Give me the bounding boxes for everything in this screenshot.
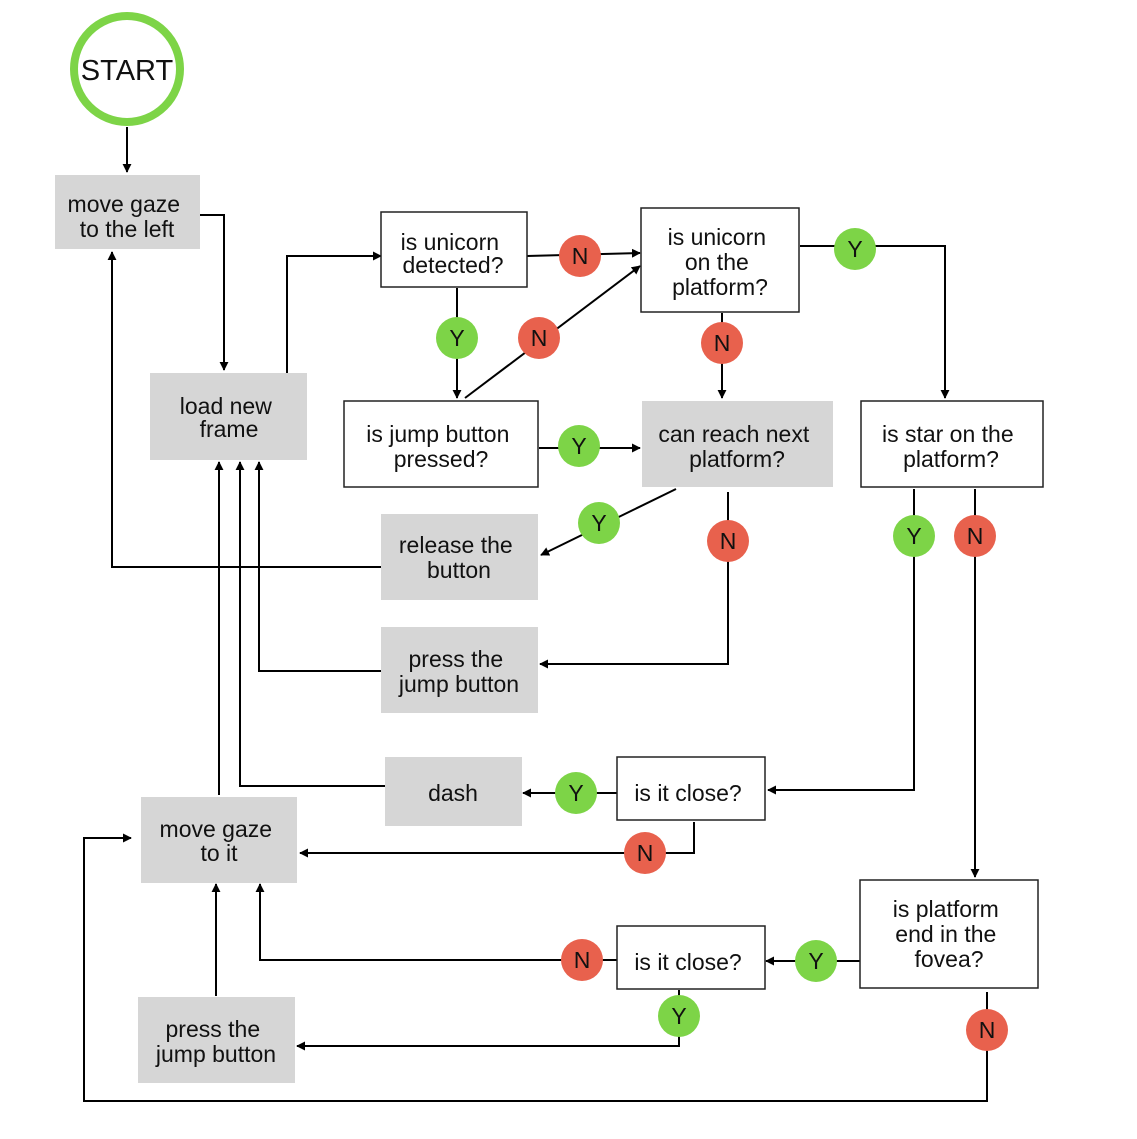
badge-no: N [966, 1009, 1008, 1051]
start-node: START [70, 12, 184, 126]
edge-star-yes [767, 489, 915, 795]
action-press-jump-button-2: press the jump button [138, 997, 295, 1083]
svg-text:is it close?: is it close? [634, 949, 741, 975]
badge-no: N [624, 832, 666, 874]
decision-unicorn-detected: is unicorn detected? [380, 211, 528, 288]
svg-text:move gaze to it: move gaze to it [160, 816, 279, 866]
action-move-gaze-to-it: move gaze to it [141, 797, 297, 883]
svg-text:Y: Y [808, 948, 823, 974]
edge-load-frame-to-unicorn-detected [286, 251, 382, 373]
badge-no: N [707, 520, 749, 562]
svg-text:load new frame: load new frame [180, 393, 278, 442]
decision-platform-end-in-fovea: is platform end in the fovea? [859, 879, 1039, 989]
decision-star-on-platform: is star on the platform? [860, 400, 1044, 488]
badge-no: N [701, 322, 743, 364]
start-label: START [81, 55, 174, 87]
edge-press-jump1-to-load-frame [254, 461, 381, 672]
svg-text:press the jump button: press the jump button [398, 646, 519, 697]
badge-no: N [559, 235, 601, 277]
svg-text:is jump button pressed?: is jump button pressed? [366, 421, 516, 472]
action-release-button: release the button [381, 514, 538, 600]
svg-text:Y: Y [568, 780, 583, 806]
svg-text:Y: Y [906, 523, 921, 549]
svg-text:Y: Y [591, 510, 606, 536]
badge-yes: Y [578, 502, 620, 544]
svg-text:N: N [720, 528, 737, 554]
action-press-jump-button-1: press the jump button [381, 627, 538, 713]
badge-yes: Y [834, 228, 876, 270]
decision-jump-button-pressed: is jump button pressed? [343, 400, 539, 488]
svg-text:N: N [967, 523, 984, 549]
svg-text:dash: dash [428, 780, 478, 806]
edge-dash-to-load-frame [235, 461, 385, 787]
decision-can-reach-next-platform: can reach next platform? [642, 401, 833, 487]
svg-text:Y: Y [847, 236, 862, 262]
svg-text:is unicorn detected?: is unicorn detected? [401, 229, 506, 278]
svg-text:release the button: release the button [399, 532, 519, 583]
badge-yes: Y [658, 995, 700, 1037]
svg-text:is unicorn on the: is unicorn on the platform? [668, 224, 773, 300]
edge-move-gaze-left-to-load-frame [200, 214, 229, 371]
decision-is-it-close-2: is it close? [616, 925, 766, 990]
svg-text:is star on the platform?: is star on the platform? [882, 421, 1020, 472]
badge-no: N [518, 317, 560, 359]
badge-yes: Y [436, 317, 478, 359]
edge-can-reach-no [539, 492, 729, 669]
svg-text:N: N [979, 1017, 996, 1043]
action-dash: dash [385, 757, 522, 826]
svg-text:Y: Y [671, 1003, 686, 1029]
svg-text:Y: Y [449, 325, 464, 351]
svg-text:Y: Y [571, 433, 586, 459]
svg-text:is platform end in the: is platform end in the fovea? [893, 896, 1005, 972]
edge-close2-yes [296, 990, 680, 1051]
badge-yes: Y [558, 425, 600, 467]
badge-yes: Y [893, 515, 935, 557]
svg-text:can reach next platform?: can reach next platform? [658, 421, 815, 472]
edge-release-to-move-gaze-left [107, 251, 381, 568]
badge-no: N [954, 515, 996, 557]
svg-text:N: N [531, 325, 548, 351]
svg-text:move gaze to the left: move gaze to the left [68, 191, 187, 242]
svg-text:N: N [572, 243, 589, 269]
edge-platform-end-no [83, 833, 988, 1102]
edge-unicorn-on-platform-yes [800, 245, 950, 399]
svg-text:N: N [574, 947, 591, 973]
badge-no: N [561, 939, 603, 981]
decision-is-it-close-1: is it close? [616, 756, 766, 821]
decision-unicorn-on-platform: is unicorn on the platform? [640, 207, 800, 313]
edge-close2-no [255, 883, 617, 961]
svg-text:N: N [714, 330, 731, 356]
badge-yes: Y [795, 940, 837, 982]
badge-yes: Y [555, 772, 597, 814]
action-move-gaze-left: move gaze to the left [55, 175, 200, 249]
edge-close1-no [299, 822, 695, 858]
action-load-new-frame: load new frame [150, 373, 307, 460]
svg-text:N: N [637, 840, 654, 866]
svg-text:press the jump button: press the jump button [155, 1016, 276, 1067]
svg-text:is it close?: is it close? [634, 780, 741, 806]
